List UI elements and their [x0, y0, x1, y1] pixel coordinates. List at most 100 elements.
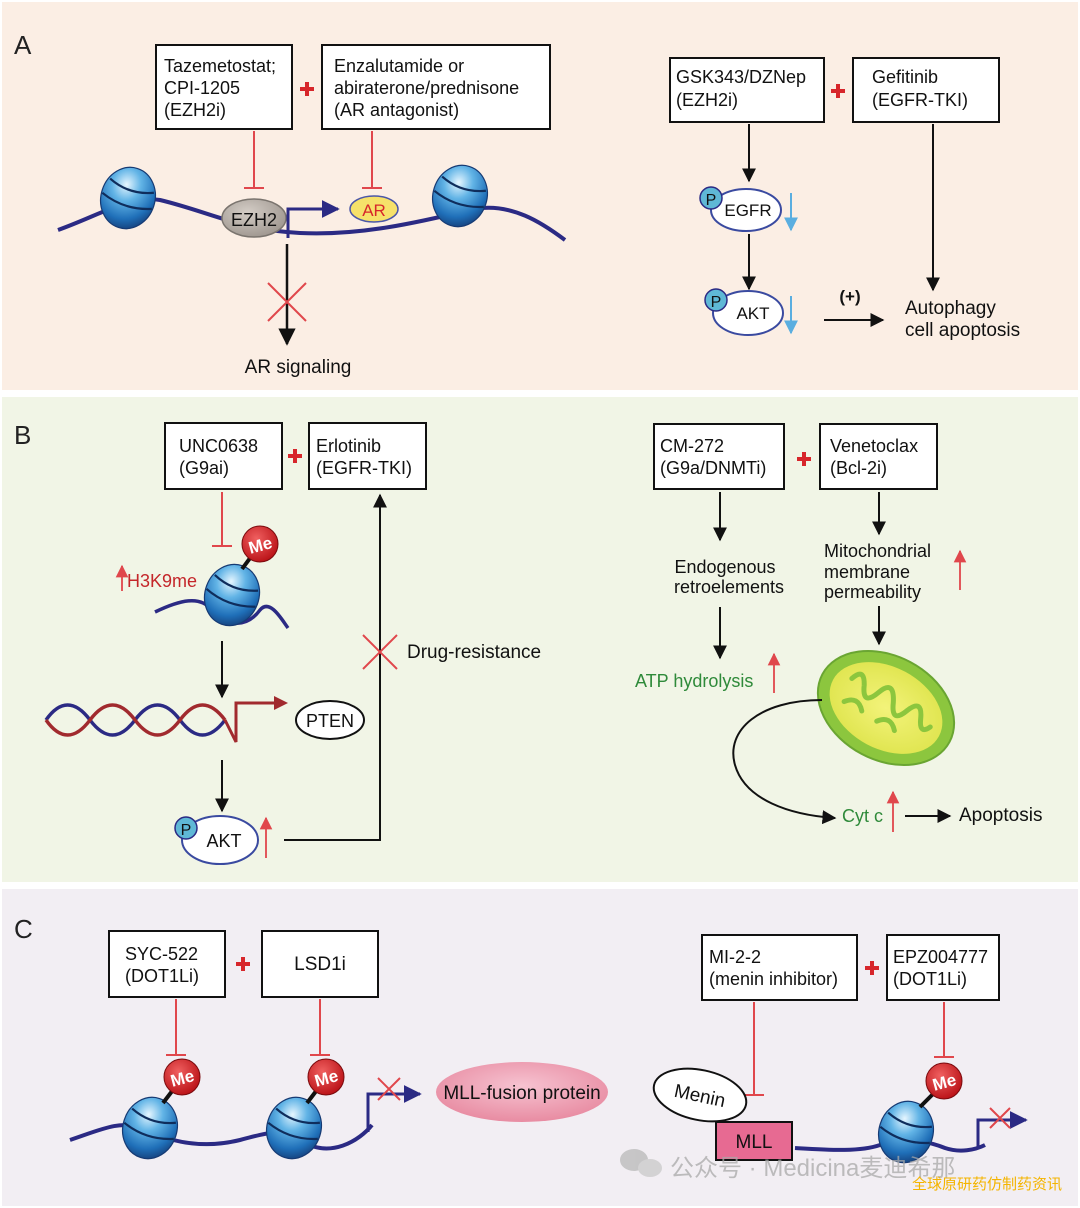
panel-a-letter: A [14, 30, 32, 60]
methyl-group-icon [241, 525, 279, 563]
panel-a: A Tazemetostat; CPI-1205 (EZH2i) Enzalut… [2, 2, 1078, 390]
endogenous-label-1: Endogenous [674, 557, 775, 577]
promoter-arrow-icon [366, 1085, 422, 1132]
plus-icon [236, 957, 250, 971]
syc522-label-1: SYC-522 [125, 944, 198, 964]
pten-promoter-arrow-icon [223, 701, 282, 743]
venetoclax-label-2: (Bcl-2i) [830, 458, 887, 478]
erlotinib-box [308, 422, 427, 490]
promotes-label: (+) [839, 287, 860, 306]
atp-hydrolysis-label: ATP hydrolysis [635, 671, 753, 691]
watermark: 公众号 · Medicina麦迪希那 [620, 1149, 955, 1182]
watermark-account: 公众号 · Medicina麦迪希那 [670, 1155, 955, 1182]
inhibit-g9a-line [212, 492, 232, 547]
syc522-box [108, 930, 226, 998]
panel-b: B UNC0638 (G9ai) Erlotinib (EGFR-TKI) H3… [2, 397, 1078, 882]
panel-b-letter: B [14, 420, 31, 450]
menin-node [652, 1067, 748, 1123]
methyl-group-icon [925, 1062, 963, 1100]
mito-label-2: membrane [824, 562, 910, 582]
ar-label: AR [362, 201, 386, 220]
phospho-label: P [711, 294, 722, 311]
venetoclax-box [819, 423, 938, 490]
pten-node [295, 700, 365, 740]
pten-label: PTEN [306, 711, 354, 731]
egfr-label: EGFR [724, 201, 771, 220]
watermark-tagline: 全球原研药仿制药资讯 [912, 1175, 1062, 1193]
methyl-group-icon [163, 1058, 201, 1096]
inhibit-menin-line [744, 1002, 764, 1096]
phospho-icon [699, 186, 723, 210]
inhibit-ezh2-line [244, 131, 264, 189]
mitochondrion-icon [816, 649, 956, 767]
h3k9me-label: H3K9me [127, 571, 197, 591]
tazemetostat-label-1: Tazemetostat; [164, 56, 276, 76]
enzalutamide-box [321, 44, 551, 130]
unc0638-box [164, 422, 283, 490]
ar-protein [349, 195, 399, 223]
outcome-label-2: cell apoptosis [905, 320, 1020, 341]
blocked-x-icon [377, 1077, 401, 1101]
mi22-box [701, 934, 858, 1001]
mll-fusion-protein [436, 1062, 608, 1122]
blocked-x-icon [362, 634, 398, 670]
mi22-label-1: MI-2-2 [709, 947, 761, 967]
promoter-arrow-icon [976, 1111, 1028, 1148]
panel-c: C SYC-522 (DOT1Li) LSD1i Me Me MLL-fusio… [2, 889, 1078, 1206]
blocked-x-icon [989, 1107, 1011, 1129]
akt-node [181, 815, 259, 865]
ezh2-protein [221, 198, 287, 238]
ezh2-label: EZH2 [231, 210, 277, 230]
unc0638-label-1: UNC0638 [179, 436, 258, 456]
drug-resistance-path [284, 493, 387, 841]
endogenous-label-2: retroelements [674, 577, 784, 597]
unc0638-label-2: (G9ai) [179, 458, 229, 478]
panel-c-letter: C [14, 914, 33, 944]
chat-bubble-icon [638, 1159, 662, 1177]
mll-fusion-label: MLL-fusion protein [443, 1083, 600, 1104]
epz004777-label-1: EPZ004777 [893, 947, 988, 967]
lsd1i-box [261, 930, 379, 998]
egfr-node [710, 188, 782, 232]
akt-label: AKT [736, 304, 769, 323]
mll-node [715, 1121, 793, 1161]
enzalutamide-label-2: abiraterone/prednisone [334, 78, 519, 98]
tazemetostat-label-3: (EZH2i) [164, 100, 226, 120]
lsd1i-label: LSD1i [294, 954, 346, 975]
inhibit-dot1l-line [166, 999, 186, 1056]
gefitinib-box [852, 57, 1000, 123]
apoptosis-label: Apoptosis [959, 805, 1042, 826]
akt-node [712, 290, 784, 336]
erlotinib-label-2: (EGFR-TKI) [316, 458, 412, 478]
enzalutamide-label-1: Enzalutamide or [334, 56, 464, 76]
methyl-group-icon [307, 1058, 345, 1096]
plus-icon [797, 452, 811, 466]
inhibit-dot1l-line [934, 1002, 954, 1058]
mi22-label-2: (menin inhibitor) [709, 969, 838, 989]
pten-promoter-arrowhead-icon [274, 696, 288, 710]
cm272-label-2: (G9a/DNMTi) [660, 458, 766, 478]
phospho-label: P [706, 192, 717, 209]
mito-label-3: permeability [824, 582, 921, 602]
gefitinib-label-1: Gefitinib [872, 67, 938, 87]
erlotinib-label-1: Erlotinib [316, 436, 381, 456]
gefitinib-label-2: (EGFR-TKI) [872, 90, 968, 110]
cm272-label-1: CM-272 [660, 436, 724, 456]
mll-label: MLL [736, 1132, 773, 1153]
ar-signaling-label: AR signaling [245, 357, 352, 378]
enzalutamide-label-3: (AR antagonist) [334, 100, 459, 120]
tazemetostat-label-2: CPI-1205 [164, 78, 240, 98]
promoter-arrow-icon [286, 200, 340, 238]
gsk343-label-1: GSK343/DZNep [676, 67, 806, 87]
mito-label-1: Mitochondrial [824, 541, 931, 561]
gsk343-label-2: (EZH2i) [676, 90, 738, 110]
blocked-x-icon [267, 282, 307, 322]
plus-icon [831, 84, 845, 98]
outcome-label-1: Autophagy [905, 298, 996, 319]
plus-icon [865, 961, 879, 975]
tazemetostat-box [155, 44, 293, 130]
phospho-icon [704, 288, 728, 312]
dna-helix-strand [44, 703, 227, 737]
akt-label: AKT [206, 831, 241, 851]
